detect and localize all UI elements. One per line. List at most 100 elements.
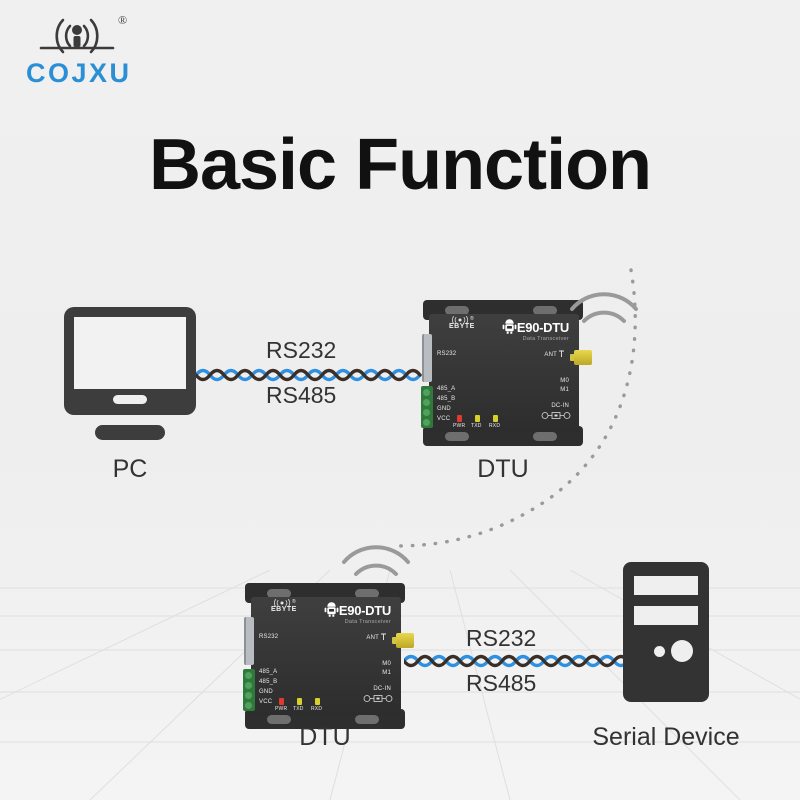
ebyte-brand-label: EBYTE (271, 606, 297, 613)
led-rxd (315, 698, 320, 705)
terminal-screw (245, 692, 252, 699)
led-rxd (493, 415, 498, 422)
mount-hole (267, 589, 291, 598)
terminal-label-vcc: VCC (437, 416, 451, 422)
dtu-enclosure: EBYTE ® E90-DTU Data Transceiver RS232 4… (421, 314, 592, 432)
led-pwr (279, 698, 284, 705)
terminal-screw (423, 389, 430, 396)
wifi-arcs-icon-top (570, 292, 638, 323)
terminal-screw (245, 672, 252, 679)
ebyte-trademark: ® (470, 316, 474, 322)
rs232-port-label: RS232 (259, 634, 279, 640)
antenna-label: ANT (544, 352, 557, 358)
cable-right-label-rs232: RS232 (466, 625, 537, 651)
serial-device-label: Serial Device (592, 723, 740, 751)
antenna-label: ANT (366, 635, 379, 641)
led-label-rxd: RXD (489, 423, 501, 429)
mount-hole (445, 432, 469, 441)
cable-right (404, 654, 630, 668)
terminal-screw (245, 702, 252, 709)
brand-logo: ® COJXU (26, 12, 146, 90)
ebyte-trademark: ® (292, 599, 296, 605)
dc-in-label: DC-IN (551, 403, 569, 409)
robot-head-icon (324, 602, 339, 617)
robot-head-icon (502, 319, 517, 334)
led-label-txd: TXD (471, 423, 482, 429)
dtu-model-subtitle: Data Transceiver (344, 619, 391, 625)
page-title: Basic Function (148, 125, 652, 205)
led-pwr (457, 415, 462, 422)
serial-device (623, 562, 709, 702)
dc-jack-polarity-icon (363, 695, 393, 702)
mount-hole (533, 306, 557, 315)
dtu-model-block: E90-DTU Data Transceiver (339, 603, 391, 625)
monitor-bezel-button (113, 395, 147, 404)
cable-left (196, 368, 422, 382)
brand-name: COJXU (26, 58, 132, 88)
tower-drive-bay (634, 576, 698, 595)
led-label-txd: TXD (293, 706, 304, 712)
tower-drive-bay (634, 606, 698, 625)
terminal-label-485b: 485_B (259, 679, 278, 685)
dtu-enclosure: EBYTE ® E90-DTU Data Transceiver RS232 4… (243, 597, 414, 715)
dtu-model-name: E90-DTU (338, 603, 391, 618)
tower-led (654, 646, 665, 657)
dtu-device-top: EBYTE ® E90-DTU Data Transceiver RS232 4… (415, 300, 592, 446)
pc-label: PC (112, 455, 148, 483)
rs232-port-label: RS232 (437, 351, 457, 357)
antenna-signal-icon (39, 18, 115, 54)
dtu-model-block: E90-DTU Data Transceiver (517, 320, 569, 342)
terminal-label-gnd: GND (259, 689, 273, 695)
terminal-screw (423, 399, 430, 406)
dc-in-label: DC-IN (373, 686, 391, 692)
trademark-symbol: ® (118, 13, 128, 27)
computer-tower-icon (623, 562, 709, 702)
tower-power-button (671, 640, 693, 662)
antenna-tip-icon (559, 350, 564, 357)
antenna-tip-icon (381, 633, 386, 640)
dtu-bottom-label: DTU (299, 723, 351, 751)
pc-monitor (64, 307, 196, 442)
mount-hole (533, 432, 557, 441)
terminal-screw (423, 419, 430, 426)
led-label-pwr: PWR (453, 423, 466, 429)
mount-hole (355, 589, 379, 598)
db9-serial-connector (422, 334, 432, 382)
sma-antenna-connector (396, 633, 414, 648)
dtu-top-label: DTU (477, 455, 529, 483)
monitor-stand (95, 425, 165, 440)
mount-hole (355, 715, 379, 724)
terminal-label-485a: 485_A (437, 386, 456, 392)
monitor-screen (74, 317, 186, 389)
ebyte-antenna-icon (451, 316, 469, 324)
led-label-rxd: RXD (311, 706, 323, 712)
led-label-pwr: PWR (275, 706, 288, 712)
screw-terminal-block (243, 669, 255, 711)
cable-left-label-rs232: RS232 (266, 337, 337, 363)
terminal-label-485b: 485_B (437, 396, 456, 402)
sma-antenna-connector (574, 350, 592, 365)
dc-jack-polarity-icon (541, 412, 571, 419)
db9-serial-connector (244, 617, 254, 665)
terminal-label-vcc: VCC (259, 699, 273, 705)
wifi-arcs-icon-bottom (342, 545, 410, 576)
terminal-screw (423, 409, 430, 416)
terminal-label-485a: 485_A (259, 669, 278, 675)
mode-pin-label-m0: M0 (560, 378, 569, 384)
mode-pin-label-m1: M1 (382, 670, 391, 676)
ebyte-brand-label: EBYTE (449, 323, 475, 330)
monitor-icon (64, 307, 196, 415)
terminal-screw (245, 682, 252, 689)
mode-pin-label-m1: M1 (560, 387, 569, 393)
cable-right-label-rs485: RS485 (466, 670, 537, 696)
led-txd (475, 415, 480, 422)
dtu-model-subtitle: Data Transceiver (522, 336, 569, 342)
screw-terminal-block (421, 386, 433, 428)
mount-hole (267, 715, 291, 724)
cable-left-label-rs485: RS485 (266, 382, 337, 408)
terminal-label-gnd: GND (437, 406, 451, 412)
ebyte-antenna-icon (273, 599, 291, 607)
dtu-model-name: E90-DTU (516, 320, 569, 335)
mode-pin-label-m0: M0 (382, 661, 391, 667)
